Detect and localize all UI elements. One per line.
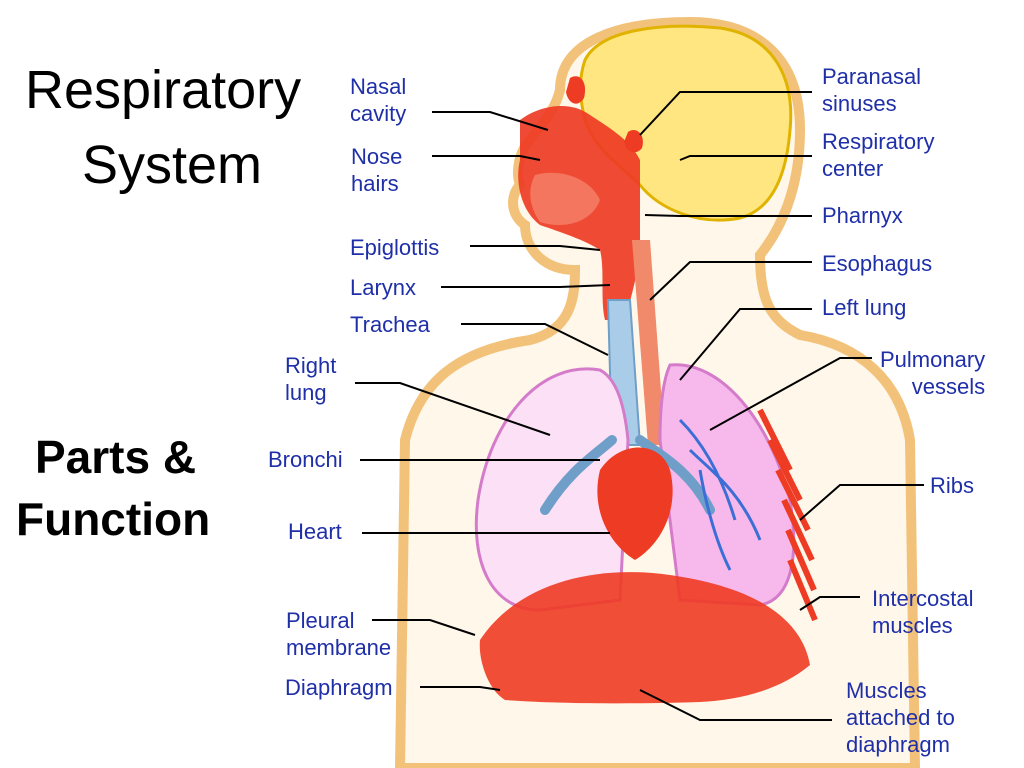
bronchi-shape [540, 435, 715, 515]
leader-lines-right [639, 91, 924, 721]
esophagus-shape [632, 240, 665, 445]
tongue [530, 172, 600, 226]
label-epiglottis: Epiglottis [350, 235, 440, 260]
ribs-shape [757, 408, 818, 622]
sinus-right [624, 129, 643, 153]
diaphragm-shape [479, 572, 810, 704]
label-ribs: Ribs [930, 473, 975, 498]
leader-lines-left [355, 111, 611, 691]
heart-shape [597, 447, 673, 560]
subtitle-line2: Function [16, 493, 211, 545]
title-line1: Respiratory [25, 60, 302, 120]
label-left-lung: Left lung [822, 295, 907, 320]
right-lung-shape [474, 367, 630, 612]
label-pharnyx: Pharnyx [822, 203, 903, 228]
label-bronchi: Bronchi [268, 447, 343, 472]
label-larynx: Larynx [350, 275, 417, 300]
label-trachea: Trachea [350, 312, 430, 337]
sinus-left [566, 76, 586, 104]
pulmonary-vessels-shape [678, 418, 762, 571]
subtitle-line1: Parts & [35, 431, 197, 483]
label-heart: Heart [288, 519, 342, 544]
label-diaphragm: Diaphragm [285, 675, 393, 700]
label-esophagus: Esophagus [822, 251, 933, 276]
title-line2: System [82, 135, 263, 195]
